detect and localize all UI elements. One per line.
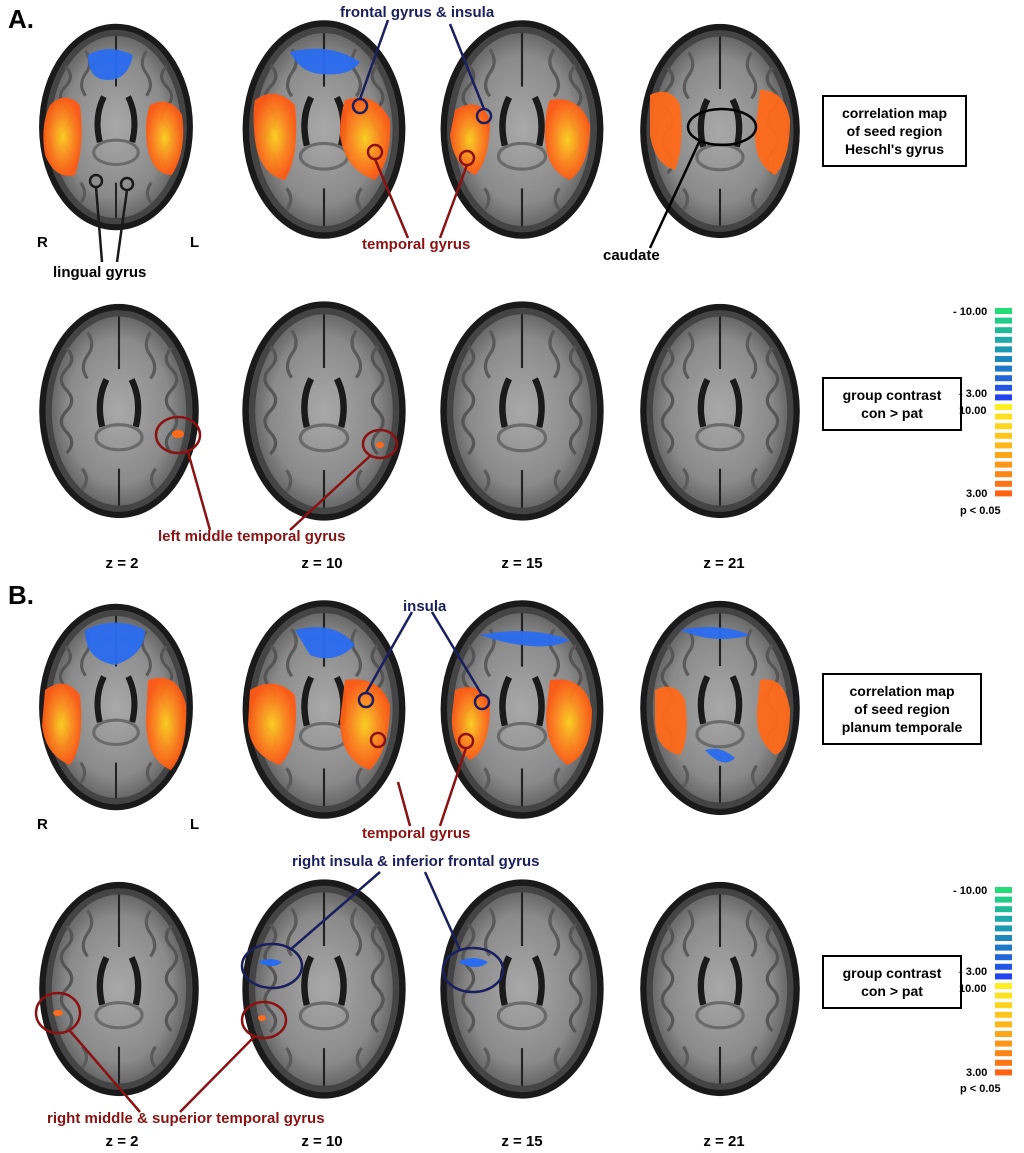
colorbar-stripe <box>995 992 1012 999</box>
colorbar-stripe <box>995 887 1012 893</box>
colorbar-b <box>995 887 1012 1076</box>
activation-overlay-b-row1 <box>42 622 790 770</box>
colorbar-stripe <box>995 1031 1012 1037</box>
caption-b-group-contrast: group contrast con > pat <box>822 955 962 1009</box>
z-label-a-2: z = 10 <box>301 555 343 572</box>
colorbar-stripe <box>995 404 1012 410</box>
annotation-lingual-gyrus: lingual gyrus <box>53 264 147 281</box>
activation-overlay-a-row1 <box>43 48 790 180</box>
colorbar-stripe <box>995 365 1012 372</box>
annotation-right-insula-inferior-frontal-gyrus: right insula & inferior frontal gyrus <box>292 853 540 870</box>
colorbar-stripe <box>995 413 1012 420</box>
colorbar-stripe <box>995 1059 1012 1066</box>
annotation-right-middle-superior-temporal-gyrus: right middle & superior temporal gyrus <box>47 1110 325 1127</box>
colorbar-stripe <box>995 963 1012 970</box>
annotation-caudate: caudate <box>603 247 660 264</box>
colorbar-stripe <box>995 935 1012 941</box>
colorbar-stripe <box>995 973 1012 980</box>
colorbar-a-pos-max: 10.00 <box>959 405 987 417</box>
colorbar-stripe <box>995 1011 1012 1018</box>
caption-line: group contrast <box>842 387 942 403</box>
caption-line: of seed region <box>854 701 950 717</box>
annotation-temporal-gyrus-b: temporal gyrus <box>362 825 471 842</box>
colorbar-b-threshold: p < 0.05 <box>960 1083 1001 1095</box>
colorbar-stripe <box>995 983 1012 989</box>
annotations-b <box>34 611 505 1113</box>
z-label-b-1: z = 2 <box>105 1133 139 1150</box>
caption-line: planum temporale <box>841 719 963 735</box>
colorbar-a-threshold: p < 0.05 <box>960 505 1001 517</box>
colorbar-stripe <box>995 1040 1012 1047</box>
annotation-left-middle-temporal-gyrus: left middle temporal gyrus <box>158 528 346 545</box>
colorbar-stripe <box>995 490 1012 497</box>
colorbar-stripe <box>995 423 1012 430</box>
z-label-a-3: z = 15 <box>501 555 543 572</box>
colorbar-stripe <box>995 308 1012 314</box>
colorbar-b-neg-min: - 3.00 <box>959 966 988 978</box>
colorbar-stripe <box>995 925 1012 932</box>
colorbar-a-neg-min: - 3.00 <box>959 388 988 400</box>
z-label-b-3: z = 15 <box>501 1133 543 1150</box>
colorbar-stripe <box>995 327 1012 334</box>
orientation-left-a: L <box>190 234 200 251</box>
colorbar-stripe <box>995 461 1012 468</box>
colorbar-stripe <box>995 442 1012 449</box>
colorbar-stripe <box>995 346 1012 353</box>
orientation-right-a: R <box>37 234 48 251</box>
colorbar-a <box>995 308 1012 497</box>
colorbar-stripe <box>995 480 1012 487</box>
caption-line: con > pat <box>861 405 923 421</box>
colorbar-stripe <box>995 954 1012 961</box>
z-label-a-4: z = 21 <box>703 555 745 572</box>
colorbar-b-pos-max: 10.00 <box>959 983 987 995</box>
activation-overlay-b-row2 <box>53 958 488 1021</box>
caption-line: correlation map <box>841 105 948 121</box>
colorbar-stripe <box>995 1021 1012 1028</box>
orientation-right-b: R <box>37 816 48 833</box>
caption-a-correlation-map: correlation map of seed region Heschl's … <box>822 95 967 167</box>
colorbar-stripe <box>995 432 1012 439</box>
colorbar-stripe <box>995 394 1012 401</box>
panel-b-label: B. <box>8 580 34 610</box>
annotation-insula: insula <box>403 598 447 615</box>
panel-a-label: A. <box>8 4 34 34</box>
colorbar-stripe <box>995 471 1012 478</box>
colorbar-b-neg-max: - 10.00 <box>953 885 988 897</box>
caption-line: correlation map <box>849 683 955 699</box>
annotation-frontal-gyrus-insula: frontal gyrus & insula <box>340 4 495 21</box>
colorbar-a-pos-min: 3.00 <box>966 488 988 500</box>
colorbar-stripe <box>995 317 1012 324</box>
z-label-b-2: z = 10 <box>301 1133 343 1150</box>
caption-line: Heschl's gyrus <box>844 141 945 157</box>
z-label-b-4: z = 21 <box>703 1133 745 1150</box>
caption-line: of seed region <box>846 123 943 139</box>
colorbar-a-neg-max: - 10.00 <box>953 306 988 318</box>
colorbar-stripe <box>995 906 1012 913</box>
colorbar-stripe <box>995 375 1012 382</box>
colorbar-stripe <box>995 915 1012 922</box>
colorbar-stripe <box>995 356 1012 362</box>
colorbar-stripe <box>995 336 1012 343</box>
caption-b-correlation-map: correlation map of seed region planum te… <box>822 673 982 745</box>
caption-a-group-contrast: group contrast con > pat <box>822 377 962 431</box>
colorbar-stripe <box>995 1002 1012 1009</box>
z-label-a-1: z = 2 <box>105 555 139 572</box>
annotation-temporal-gyrus-a: temporal gyrus <box>362 236 471 253</box>
colorbar-b-pos-min: 3.00 <box>966 1067 988 1079</box>
caption-line: group contrast <box>842 965 942 981</box>
annotations-a <box>88 19 758 531</box>
colorbar-stripe <box>995 384 1012 391</box>
colorbar-stripe <box>995 896 1012 903</box>
orientation-left-b: L <box>190 816 200 833</box>
colorbar-stripe <box>995 1069 1012 1076</box>
colorbar-stripe <box>995 452 1012 458</box>
colorbar-stripe <box>995 1050 1012 1057</box>
colorbar-stripe <box>995 944 1012 951</box>
activation-overlay-a-row2 <box>172 430 384 448</box>
caption-line: con > pat <box>861 983 923 999</box>
